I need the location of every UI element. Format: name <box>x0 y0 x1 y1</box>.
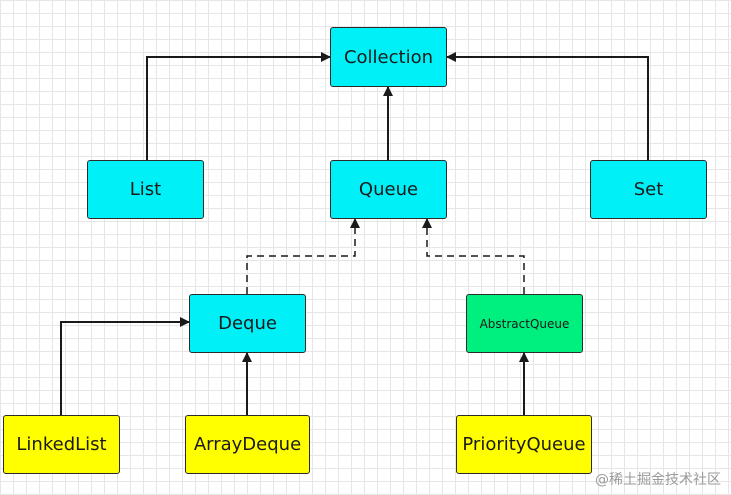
edge-deque-to-queue <box>246 218 360 294</box>
edge-abstractqueue-to-queue <box>422 218 525 294</box>
node-priority-queue: PriorityQueue <box>456 415 592 474</box>
node-collection: Collection <box>330 27 447 87</box>
node-list: List <box>87 160 204 219</box>
edge-linkedlist-to-deque <box>60 317 190 415</box>
node-linked-list: LinkedList <box>3 415 120 474</box>
node-set: Set <box>590 160 707 219</box>
node-abstract-queue: AbstractQueue <box>466 294 583 353</box>
node-deque: Deque <box>189 294 306 353</box>
watermark: @稀土掘金技术社区 <box>595 472 721 488</box>
edge-list-to-collection <box>146 52 331 160</box>
edge-set-to-collection <box>446 52 649 160</box>
node-array-deque: ArrayDeque <box>185 415 310 474</box>
node-queue: Queue <box>330 160 447 219</box>
